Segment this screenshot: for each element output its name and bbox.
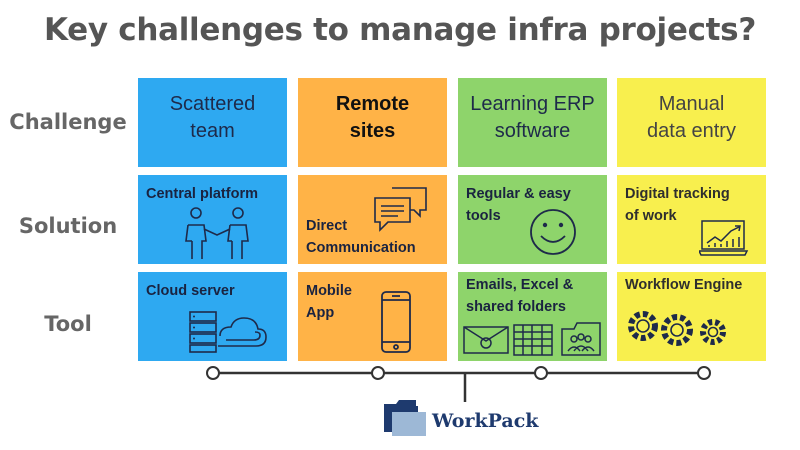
email-spreadsheet-folder-icons — [463, 322, 601, 356]
timeline-node — [371, 366, 385, 380]
chat-bubbles-icon — [374, 187, 427, 232]
tool-line2: App — [306, 305, 335, 321]
cloud-server-icon — [189, 311, 267, 353]
solution-line2: Communication — [306, 240, 416, 256]
chart-monitor-icon — [699, 220, 749, 256]
row-label-tool: Tool — [44, 312, 92, 336]
timeline-node — [697, 366, 711, 380]
tool-line1: Mobile — [306, 283, 352, 299]
page-title: Key challenges to manage infra projects? — [43, 12, 757, 48]
tool-line1: Emails, Excel & — [466, 277, 574, 293]
tool-line2: shared folders — [466, 299, 566, 315]
challenge-cell-remote-sites: Remote sites — [298, 78, 447, 167]
challenge-line1: Manual — [658, 93, 725, 115]
solution-line1: Central platform — [146, 186, 258, 202]
challenge-line2: software — [494, 120, 571, 142]
challenge-cell-scattered-team: Scattered team — [138, 78, 287, 167]
solution-line1: Regular & easy — [466, 186, 571, 202]
solution-cell-direct-communication: Direct Communication — [298, 175, 447, 264]
gears-icon — [628, 311, 726, 346]
challenge-line2: data entry — [647, 120, 736, 142]
challenge-line2: sites — [349, 120, 396, 142]
row-label-solution: Solution — [18, 214, 118, 238]
workpack-folder-logo-icon — [384, 400, 426, 436]
tool-cell-workflow-engine: Workflow Engine — [617, 272, 766, 361]
workpack-logo-text: WorkPack — [432, 410, 539, 432]
solution-cell-central-platform: Central platform — [138, 175, 287, 264]
solution-line1: Direct — [306, 218, 348, 234]
timeline-connector — [206, 366, 711, 402]
tool-line1: Cloud server — [146, 283, 235, 299]
row-label-challenge: Challenge — [9, 110, 127, 134]
solution-line2: tools — [466, 208, 501, 224]
timeline-node — [206, 366, 220, 380]
tool-line1: Workflow Engine — [625, 277, 743, 293]
challenge-cell-manual-data-entry: Manual data entry — [617, 78, 766, 167]
tool-cell-mobile-app: Mobile App — [298, 272, 447, 361]
smartphone-icon — [381, 291, 411, 353]
solution-cell-regular-easy-tools: Regular & easy tools — [458, 175, 607, 264]
challenge-line1: Remote — [335, 93, 410, 115]
tool-cell-emails-excel-folders: Emails, Excel & shared folders — [458, 272, 607, 361]
challenge-cell-learning-erp: Learning ERP software — [458, 78, 607, 167]
challenge-line2: team — [190, 120, 235, 142]
solution-line2: of work — [625, 208, 677, 224]
solution-line1: Digital tracking — [625, 186, 730, 202]
tool-cell-cloud-server: Cloud server — [138, 272, 287, 361]
two-people-handshake-icon — [185, 207, 249, 259]
timeline-node — [534, 366, 548, 380]
challenge-line1: Learning ERP — [470, 93, 595, 115]
smiley-face-icon — [530, 209, 576, 255]
solution-cell-digital-tracking: Digital tracking of work — [617, 175, 766, 264]
challenge-line1: Scattered — [169, 93, 256, 115]
